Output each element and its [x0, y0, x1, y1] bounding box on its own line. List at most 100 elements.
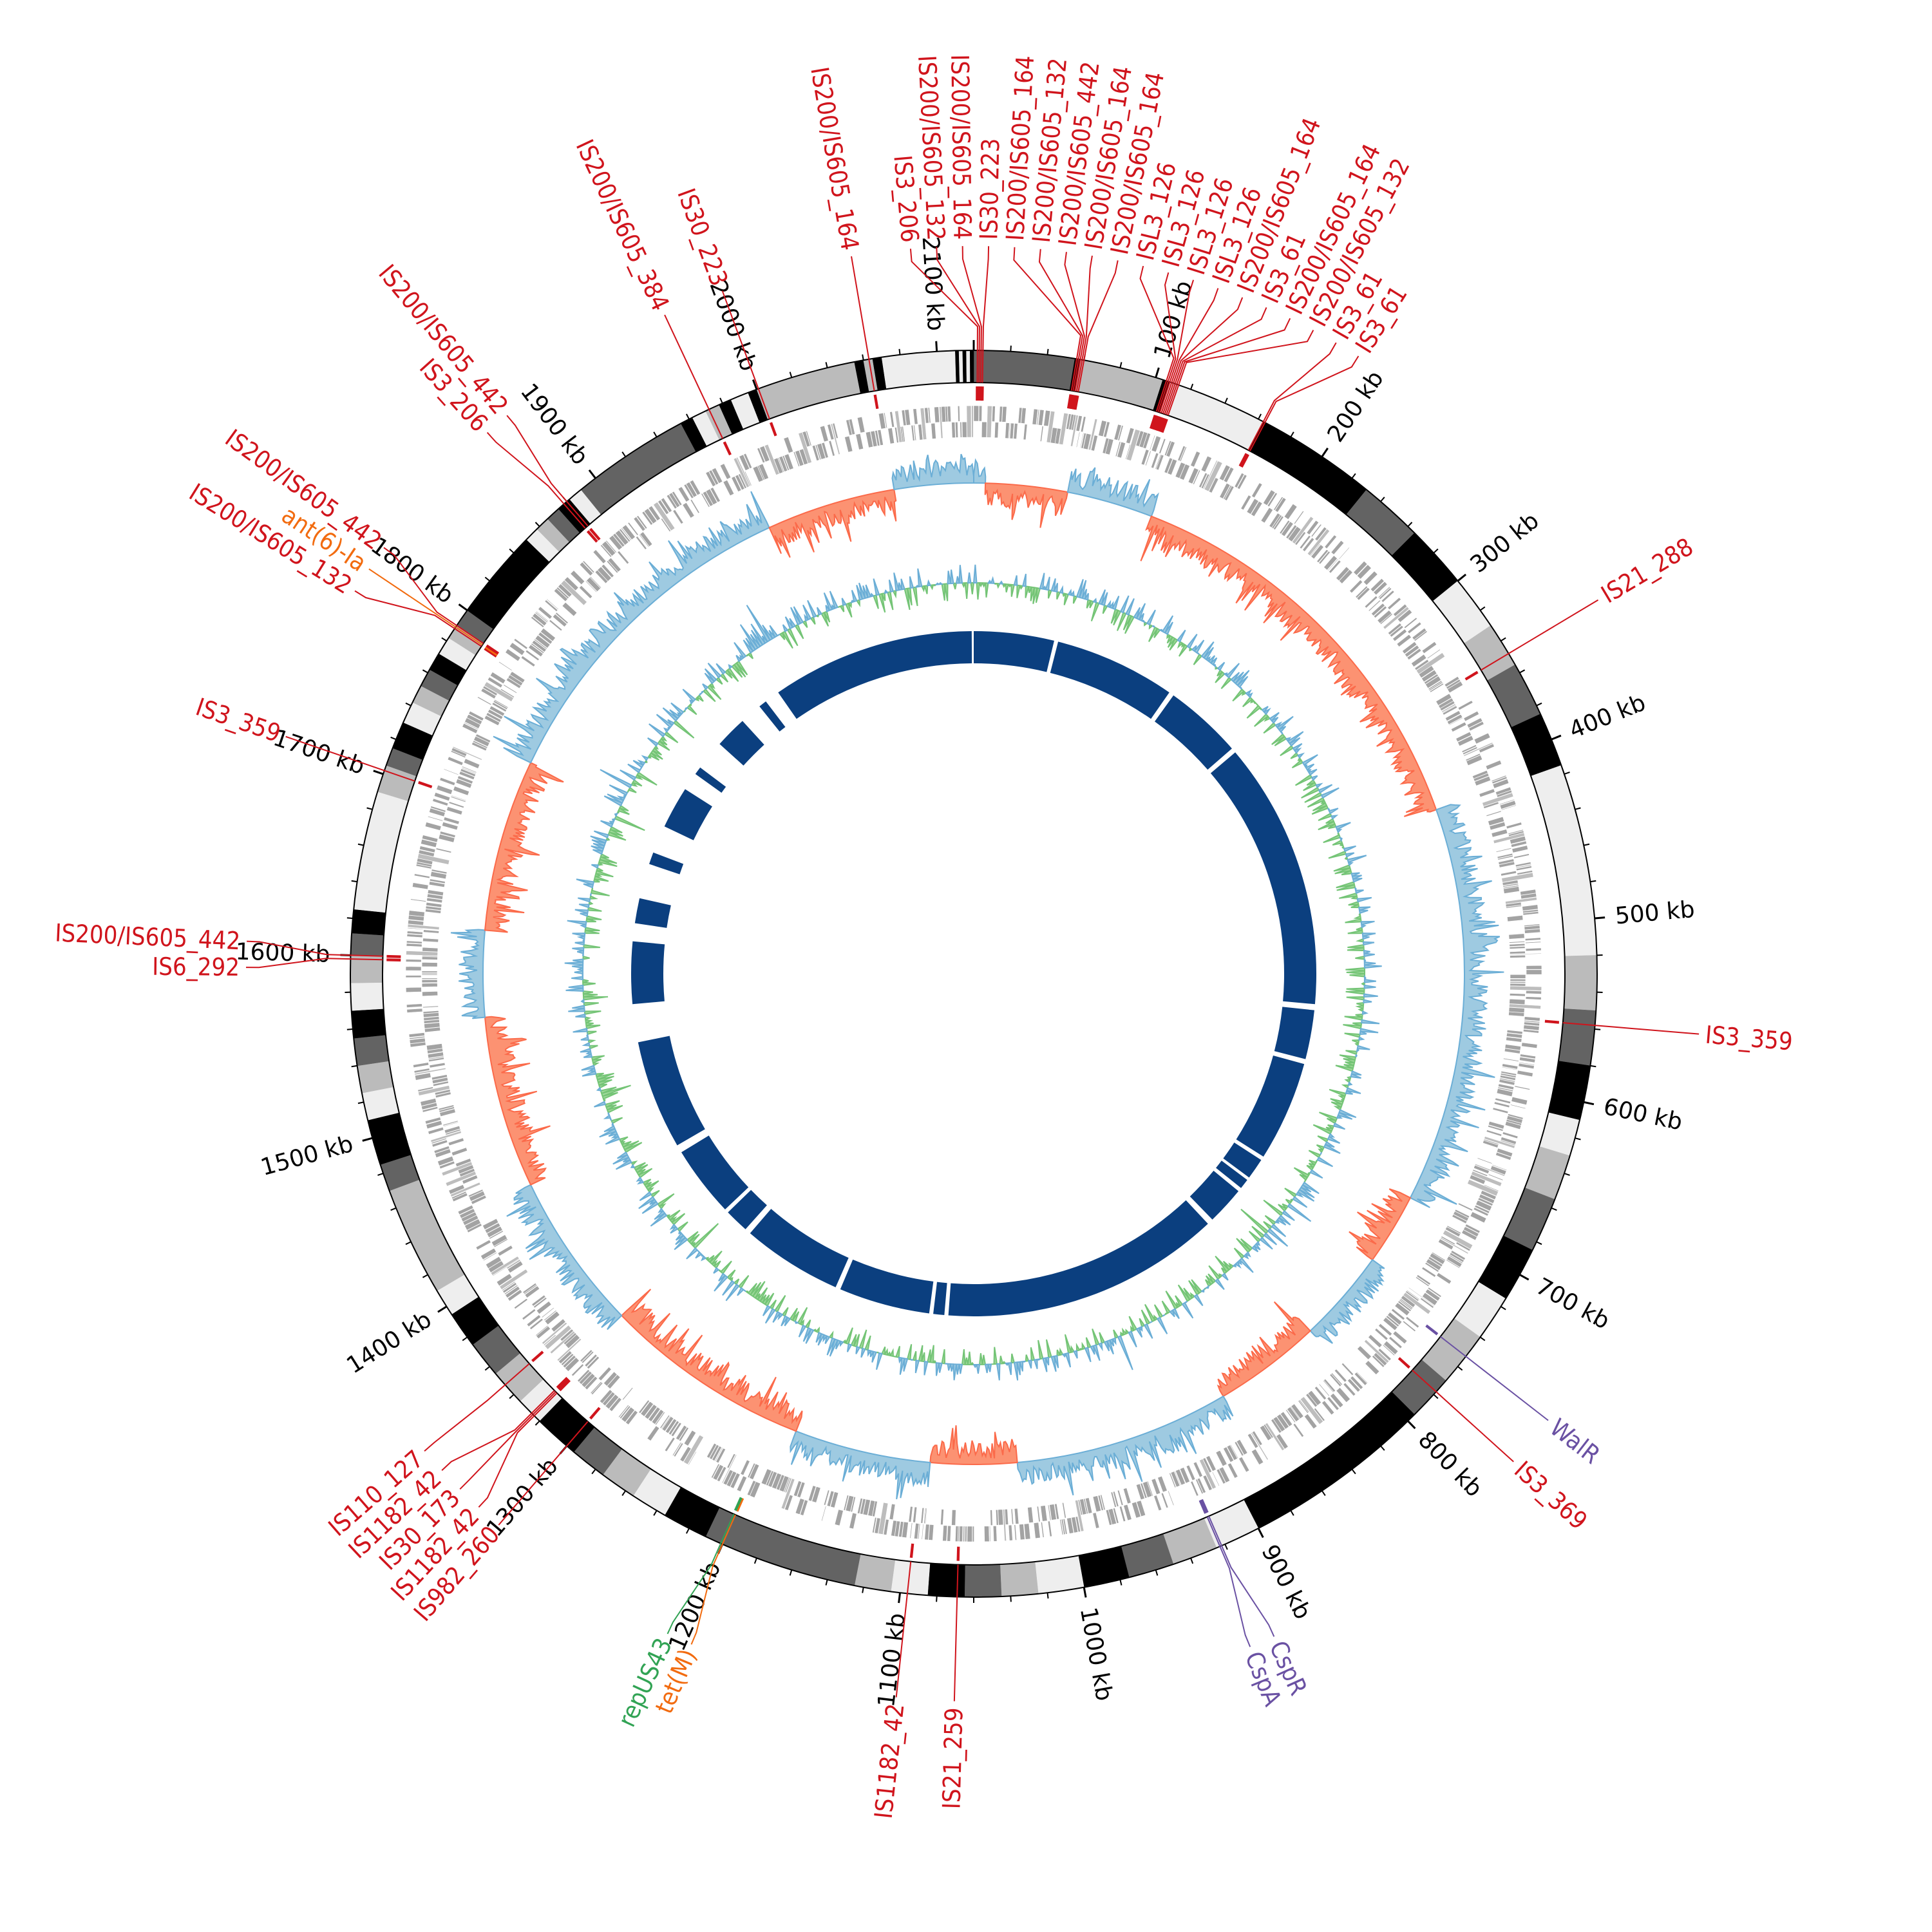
label-leader-line	[936, 247, 980, 383]
gene-track	[405, 405, 1542, 1542]
major-tick	[1551, 734, 1562, 741]
major-tick	[1583, 1101, 1595, 1106]
resistance-mark	[484, 645, 498, 656]
syntenic-block	[634, 898, 671, 928]
contig-segment	[999, 1561, 1039, 1597]
tick-label: 1900 kb	[515, 379, 594, 470]
regulator-mark	[1425, 1324, 1439, 1336]
minor-tick	[1380, 497, 1385, 502]
tick-label: 1500 kb	[258, 1131, 355, 1181]
contig-segment	[351, 909, 386, 936]
is-element-label: IS200/IS605_442	[55, 918, 242, 955]
minor-tick	[862, 1587, 864, 1593]
minor-tick	[1380, 1445, 1385, 1451]
minor-tick	[685, 413, 690, 420]
minor-tick	[1224, 1544, 1228, 1550]
major-tick	[1257, 1528, 1264, 1539]
label-leader-line	[1162, 297, 1244, 414]
label-leader-line	[368, 568, 483, 646]
minor-tick	[1584, 843, 1590, 846]
is-element-label: IS200/IS605_164	[945, 54, 976, 240]
label-leader-line	[1440, 1336, 1549, 1421]
major-tick	[1083, 1587, 1087, 1598]
label-leader-line	[961, 246, 982, 383]
minor-tick	[1536, 1241, 1542, 1245]
skew-negative-area	[1217, 1301, 1312, 1397]
syntenic-block	[631, 941, 665, 1005]
syntenic-block	[664, 789, 712, 840]
syntenic-block	[1189, 1170, 1239, 1220]
minor-tick	[462, 1336, 468, 1341]
minor-tick	[1551, 1207, 1557, 1211]
contig-segment	[854, 1553, 896, 1592]
minor-tick	[422, 669, 428, 674]
tick-label: 1600 kb	[235, 939, 330, 968]
is-element-label: IS1182_42	[869, 1702, 910, 1820]
contig-segment	[964, 1564, 1002, 1598]
minor-tick	[390, 1207, 397, 1211]
tick-label: 700 kb	[1531, 1273, 1614, 1335]
label-leader-line	[1164, 307, 1267, 415]
is-element-label: IS3_359	[1704, 1021, 1794, 1056]
minor-tick	[484, 1366, 490, 1371]
tick-label: 1000 kb	[1075, 1605, 1117, 1703]
label-leader-line	[354, 590, 482, 647]
is-element-label: IS21_288	[1596, 533, 1698, 609]
contig-segment	[1564, 955, 1598, 1011]
skew-negative-area	[768, 488, 897, 558]
regulator-label: WalR	[1544, 1413, 1605, 1469]
label-leader-line	[895, 1561, 912, 1698]
is-element-mark	[956, 1546, 960, 1561]
major-tick	[752, 379, 758, 390]
label-leader-line	[498, 1421, 589, 1526]
syntenic-block	[759, 701, 786, 732]
minor-tick	[377, 1173, 384, 1176]
syntenic-block	[719, 721, 764, 766]
label-leader-line	[1206, 1516, 1251, 1647]
is-element-mark	[558, 1379, 571, 1392]
label-leader-line	[478, 1392, 558, 1508]
syntenic-block	[638, 1036, 705, 1146]
label-leader-line	[667, 1513, 735, 1634]
is-element-mark	[586, 530, 598, 543]
is-element-label: IS3_369	[1509, 1455, 1593, 1535]
syntenic-block	[1216, 1160, 1247, 1188]
gc-above-average	[564, 564, 1382, 1381]
is-element-mark	[909, 1543, 914, 1558]
gc-below-average	[582, 582, 1366, 1366]
minor-tick	[405, 702, 412, 706]
syntenic-block	[778, 631, 972, 719]
label-leader-line	[285, 735, 415, 782]
is-element-mark	[723, 441, 732, 456]
minor-tick	[1010, 345, 1012, 352]
minor-tick	[1536, 702, 1542, 706]
minor-tick	[1290, 1510, 1294, 1516]
minor-tick	[1290, 431, 1294, 438]
label-leader-line	[953, 1564, 959, 1701]
label-leader-line	[664, 314, 724, 439]
is-element-label: IS30_223	[974, 138, 1005, 240]
major-tick	[1407, 1420, 1416, 1430]
minor-tick	[719, 397, 723, 404]
label-leader-line	[506, 415, 589, 527]
syntenic-block	[1050, 641, 1170, 719]
label-leader-line	[1157, 272, 1177, 413]
minor-tick	[357, 843, 364, 846]
minor-tick	[1457, 1366, 1463, 1371]
is-element-mark	[486, 644, 500, 655]
minor-tick	[1564, 772, 1570, 775]
tick-label: 1400 kb	[342, 1306, 436, 1379]
gc-content-track	[564, 564, 1382, 1381]
minor-tick	[789, 1569, 793, 1576]
is-element-mark	[531, 1350, 544, 1363]
minor-tick	[366, 807, 373, 810]
label-leader-line	[851, 256, 875, 392]
label-leader-line	[1075, 255, 1093, 392]
genes-other	[406, 405, 1542, 1542]
syntenic-block	[1274, 1007, 1314, 1059]
minor-tick	[509, 1394, 515, 1399]
minor-tick	[789, 372, 793, 378]
label-leader-line	[909, 249, 978, 383]
label-leader-line	[1139, 265, 1175, 412]
minor-tick	[1519, 669, 1526, 674]
